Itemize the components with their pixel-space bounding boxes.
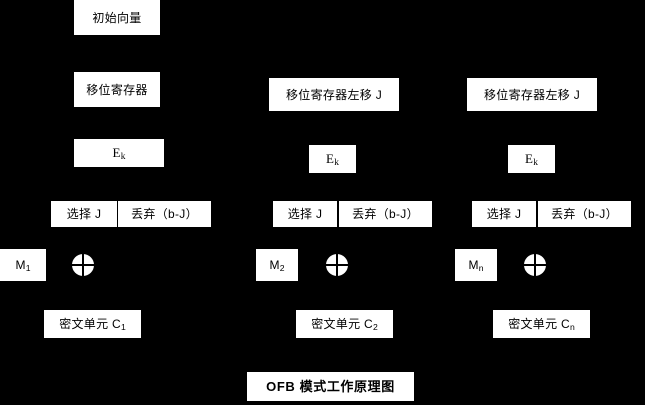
node-encrypt-2-label: Ek [326, 150, 339, 168]
node-encrypt-3-prefix: E [525, 150, 534, 166]
node-message-3-prefix: M [468, 258, 479, 272]
node-cipher-3-subscript: n [570, 322, 575, 332]
node-initial-vector: 初始向量 [74, 0, 160, 35]
node-cipher-3-label: 密文单元 Cn [508, 317, 575, 332]
node-discard-3: 丢弃（b-J） [538, 201, 631, 227]
node-encrypt-1-label: Ek [112, 144, 126, 162]
node-shift-register-3: 移位寄存器左移 J [467, 78, 597, 111]
node-discard-3-label: 丢弃（b-J） [551, 207, 618, 221]
node-cipher-1: 密文单元 C1 [44, 310, 141, 338]
node-initial-vector-label: 初始向量 [92, 10, 142, 25]
node-message-1-label: M1 [15, 258, 31, 273]
node-encrypt-1: Ek [74, 139, 164, 167]
node-cipher-1-label: 密文单元 C1 [59, 317, 126, 332]
node-select-1-label: 选择 J [66, 207, 102, 221]
node-encrypt-2-prefix: E [326, 150, 335, 166]
node-shift-register-3-label: 移位寄存器左移 J [483, 87, 581, 102]
node-message-1-subscript: 1 [25, 263, 31, 273]
node-shift-register-1: 移位寄存器 [74, 72, 160, 107]
node-cipher-2-subscript: 2 [373, 322, 378, 332]
node-shift-register-2-label: 移位寄存器左移 J [285, 87, 383, 102]
node-encrypt-1-prefix: E [112, 144, 121, 160]
node-message-1: M1 [0, 249, 46, 281]
node-discard-1-label: 丢弃（b-J） [131, 207, 198, 221]
node-message-3-subscript: n [478, 263, 484, 273]
node-cipher-2: 密文单元 C2 [296, 310, 393, 338]
diagram-title: OFB 模式工作原理图 [247, 372, 414, 401]
node-cipher-1-prefix: 密文单元 C [59, 317, 121, 331]
node-encrypt-1-subscript: k [120, 151, 126, 162]
node-message-3-label: Mn [468, 258, 484, 273]
node-discard-2-label: 丢弃（b-J） [352, 207, 419, 221]
xor-operator-3-icon [524, 254, 546, 276]
node-shift-register-1-label: 移位寄存器 [86, 82, 148, 97]
node-message-3: Mn [455, 249, 497, 281]
node-message-2: M2 [256, 249, 298, 281]
node-shift-register-2: 移位寄存器左移 J [269, 78, 399, 111]
node-message-2-subscript: 2 [279, 263, 285, 273]
node-encrypt-3: Ek [508, 145, 555, 173]
node-cipher-1-subscript: 1 [121, 322, 126, 332]
node-discard-1: 丢弃（b-J） [118, 201, 211, 227]
node-encrypt-2-subscript: k [334, 157, 339, 168]
node-encrypt-2: Ek [309, 145, 356, 173]
node-encrypt-3-subscript: k [533, 157, 538, 168]
node-select-1: 选择 J [51, 201, 117, 227]
node-cipher-2-label: 密文单元 C2 [311, 317, 378, 332]
node-select-2-label: 选择 J [287, 207, 323, 221]
node-encrypt-3-label: Ek [525, 150, 538, 168]
node-cipher-2-prefix: 密文单元 C [311, 317, 373, 331]
diagram-title-label: OFB 模式工作原理图 [266, 379, 395, 394]
node-message-2-label: M2 [269, 258, 285, 273]
xor-operator-1-icon [72, 254, 94, 276]
node-message-1-prefix: M [15, 258, 26, 272]
node-message-2-prefix: M [269, 258, 280, 272]
node-discard-2: 丢弃（b-J） [339, 201, 432, 227]
node-select-3-label: 选择 J [486, 207, 522, 221]
node-cipher-3: 密文单元 Cn [493, 310, 590, 338]
node-select-2: 选择 J [273, 201, 337, 227]
node-cipher-3-prefix: 密文单元 C [508, 317, 570, 331]
xor-operator-2-icon [326, 254, 348, 276]
node-select-3: 选择 J [472, 201, 536, 227]
